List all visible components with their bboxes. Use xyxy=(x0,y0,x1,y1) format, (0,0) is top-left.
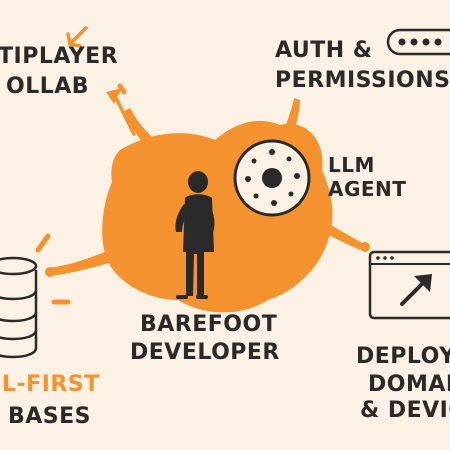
password-field-icon xyxy=(386,28,450,56)
multiplayer-arrow-icon xyxy=(106,88,136,136)
llm-agent-icon xyxy=(233,139,311,217)
cursor-arrow-icon xyxy=(66,26,88,48)
splash-accents xyxy=(35,83,127,305)
deploy-label-line-1: DEPLOY xyxy=(356,344,450,369)
multiplayer-label-line-2: OLLAB xyxy=(6,74,90,99)
llm-label-line-1: LLM xyxy=(328,153,375,177)
deploy-label-line-2: DOMAIN xyxy=(368,372,450,397)
auth-label-line-2: PERMISSIONS xyxy=(275,68,450,93)
database-icon xyxy=(0,256,38,359)
developer-figure-icon xyxy=(175,171,215,299)
local-first-label-line-1: L-FIRST xyxy=(2,372,100,397)
local-first-label-line-2: BASES xyxy=(8,404,92,429)
auth-label-line-1: AUTH & xyxy=(275,38,373,63)
barefoot-label-line-2: DEVELOPER xyxy=(130,340,280,365)
deploy-label-line-3: & DEVIC xyxy=(360,398,450,423)
llm-label-line-2: AGENT xyxy=(328,177,407,201)
browser-window-icon xyxy=(368,250,450,320)
barefoot-label-line-1: BAREFOOT xyxy=(140,312,278,337)
multiplayer-label-line-1: TIPLAYER xyxy=(0,44,119,69)
